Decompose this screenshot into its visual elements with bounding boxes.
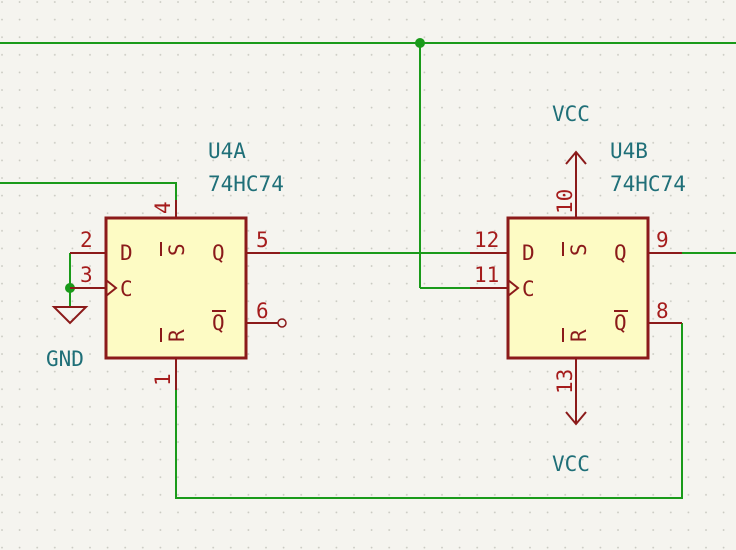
u4b-symbol[interactable]: 12 11 9 8 10 13 D C Q Q S R U4B 74HC74 — [470, 139, 686, 424]
u4a-pin-r-number: 1 — [151, 373, 175, 386]
u4a-no-connect-circle — [277, 318, 287, 328]
u4b-value: 74HC74 — [610, 172, 686, 196]
wire-left-to-u4a-s[interactable] — [0, 182, 177, 200]
u4a-name-d: D — [120, 241, 133, 265]
junction-dot-top — [415, 38, 425, 48]
u4b-name-r: R — [567, 329, 591, 342]
u4b-pin-c-number: 11 — [474, 263, 499, 287]
u4b-pin-q-number: 9 — [656, 228, 669, 252]
u4a-symbol[interactable]: 2 3 5 6 4 1 D C Q Q S R U4A 74HC74 — [70, 139, 287, 390]
u4a-pin-c-number: 3 — [80, 263, 93, 287]
u4b-body — [506, 216, 650, 360]
u4a-clock-triangle — [105, 279, 118, 297]
u4b-name-c: C — [522, 277, 535, 301]
gnd-symbol[interactable]: GND — [46, 306, 89, 371]
vcc-bottom-label: VCC — [552, 452, 590, 476]
u4a-name-q: Q — [212, 241, 225, 265]
vcc-arrow-up-icon — [565, 150, 587, 165]
vcc-bottom-symbol[interactable]: VCC — [552, 411, 590, 476]
u4a-pin-s-number: 4 — [151, 201, 175, 214]
vcc-top-symbol[interactable]: VCC — [552, 102, 590, 165]
u4b-pin-d-number: 12 — [474, 228, 499, 252]
ground-icon — [51, 306, 89, 325]
u4a-pin-q-number: 5 — [256, 228, 269, 252]
u4a-reference: U4A — [208, 139, 246, 163]
u4a-pin-qbar-number: 6 — [256, 299, 269, 323]
vcc-arrow-down-icon — [565, 411, 587, 426]
gnd-label: GND — [46, 347, 84, 371]
u4b-pin-qbar-number: 8 — [656, 299, 669, 323]
wire-u4b-qbar-to-u4a-r[interactable] — [175, 323, 683, 499]
u4a-pin-d-number: 2 — [80, 228, 93, 252]
u4b-name-d: D — [522, 241, 535, 265]
u4b-name-q: Q — [614, 241, 627, 265]
vcc-top-label: VCC — [552, 102, 590, 126]
wires — [0, 38, 736, 499]
u4a-name-c: C — [120, 277, 133, 301]
u4a-name-qbar: Q — [212, 311, 225, 335]
u4b-pin-s-number: 10 — [553, 189, 577, 214]
u4a-name-s: S — [165, 243, 189, 256]
u4b-pin-r-number: 13 — [553, 369, 577, 394]
u4a-name-r: R — [165, 329, 189, 342]
u4b-clock-triangle — [507, 279, 520, 297]
u4b-reference: U4B — [610, 139, 648, 163]
u4b-name-s: S — [567, 243, 591, 256]
u4a-value: 74HC74 — [208, 172, 284, 196]
u4b-name-qbar: Q — [614, 311, 627, 335]
